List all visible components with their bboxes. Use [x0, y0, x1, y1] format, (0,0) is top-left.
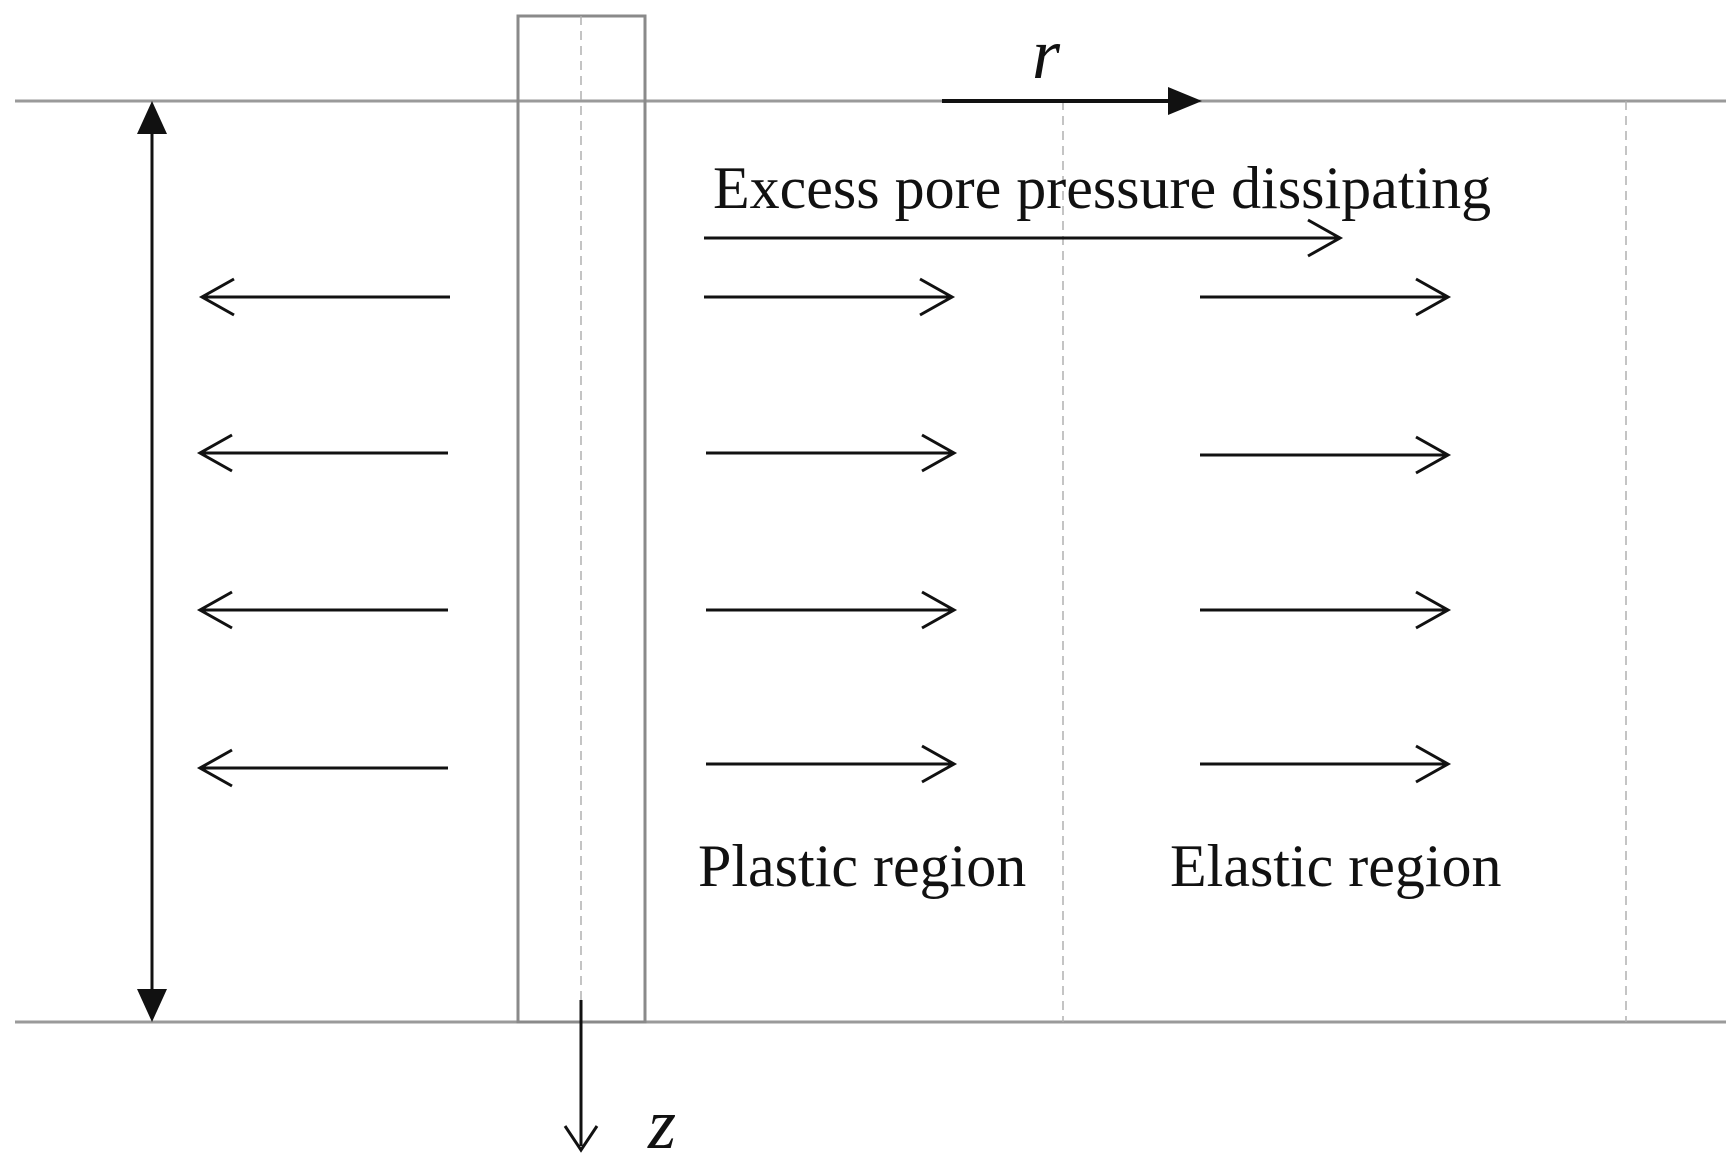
arrow-right-icon: [1200, 590, 1452, 630]
arrow-right-icon: [704, 277, 956, 317]
arrow-right-icon: [1200, 277, 1452, 317]
arrow-right-icon: [706, 590, 958, 630]
elastic-region-label: Elastic region: [1170, 833, 1502, 899]
diagram-title: Excess pore pressure dissipating: [713, 155, 1492, 221]
arrow-left-icon: [198, 277, 450, 317]
arrow-left-icon: [196, 748, 448, 788]
r-axis-arrow-icon: [942, 87, 1202, 115]
plastic-region-label: Plastic region: [698, 833, 1027, 899]
arrow-right-icon: [1200, 435, 1452, 475]
double-headed-arrow-icon: [137, 101, 167, 1022]
z-axis-arrow-icon: [563, 1000, 599, 1153]
arrow-right-icon: [706, 744, 958, 784]
arrow-left-icon: [196, 590, 448, 630]
dissipation-direction-arrow-icon: [704, 218, 1344, 258]
arrow-right-icon: [706, 433, 958, 473]
z-axis-label: z: [648, 1084, 677, 1164]
r-axis-label: r: [1032, 14, 1061, 94]
arrow-right-icon: [1200, 744, 1452, 784]
arrow-left-icon: [196, 433, 448, 473]
